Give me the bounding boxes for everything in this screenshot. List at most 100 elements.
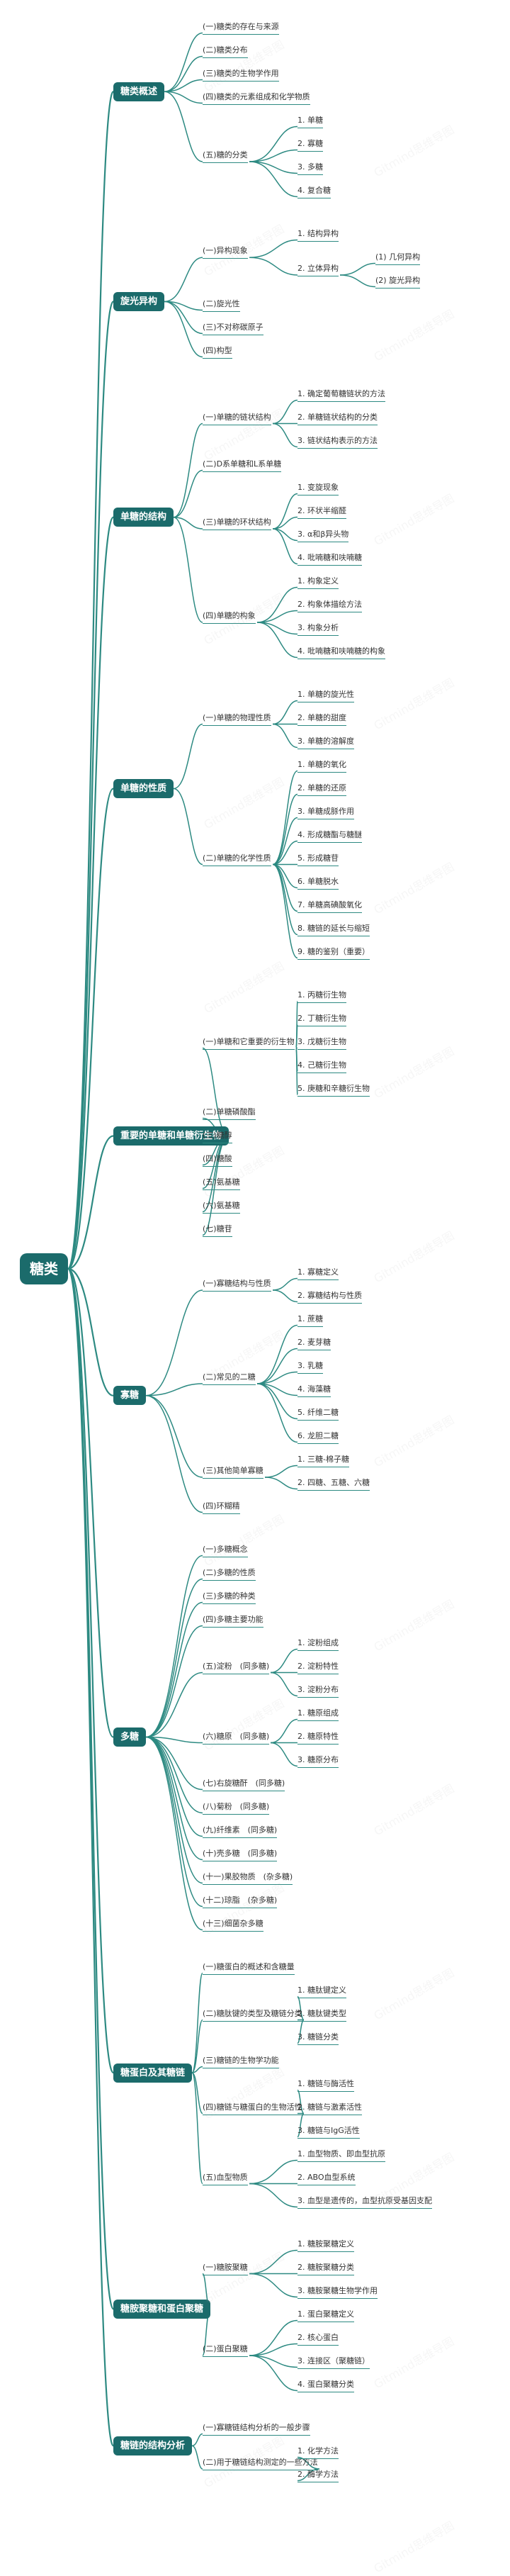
- topic-node-2-单糖链状结构的分类[interactable]: 2. 单糖链状结构的分类: [298, 411, 378, 425]
- topic-node-一-糖类的存在与来源[interactable]: (一)糖类的存在与来源: [203, 21, 279, 35]
- topic-node-5-纤维二糖[interactable]: 5. 纤维二糖: [298, 1406, 339, 1421]
- topic-node-一-糖胺聚糖[interactable]: (一)糖胺聚糖: [203, 2261, 248, 2275]
- topic-node-2-立体异构[interactable]: 2. 立体异构: [298, 262, 339, 276]
- topic-node-3-构象分析[interactable]: 3. 构象分析: [298, 622, 339, 636]
- topic-node-四-多糖主要功能[interactable]: (四)多糖主要功能: [203, 1613, 264, 1628]
- topic-node-3-糖胺聚糖生物学作用[interactable]: 3. 糖胺聚糖生物学作用: [298, 2285, 378, 2299]
- topic-node-1-糖原组成[interactable]: 1. 糖原组成: [298, 1707, 339, 1721]
- category-node-多糖[interactable]: 多糖: [113, 1727, 147, 1747]
- topic-node-4-吡喃糖和呋喃糖[interactable]: 4. 吡喃糖和呋喃糖: [298, 551, 362, 566]
- topic-node-1-血型物质-即血型抗原[interactable]: 1. 血型物质、即血型抗原: [298, 2148, 385, 2162]
- topic-node-1-糖胺聚糖定义[interactable]: 1. 糖胺聚糖定义: [298, 2238, 354, 2252]
- topic-node-1-几何异构[interactable]: (1) 几何异构: [375, 251, 421, 265]
- topic-node-四-糖类的元素组成和化学物质[interactable]: (四)糖类的元素组成和化学物质: [203, 91, 310, 105]
- topic-node-六-氨基糖[interactable]: (六)氨基糖: [203, 1199, 240, 1214]
- topic-node-8-糖链的延长与缩短[interactable]: 8. 糖链的延长与缩短: [298, 922, 370, 936]
- topic-node-十-壳多糖-同多糖[interactable]: (十)壳多糖 (同多糖): [203, 1847, 278, 1861]
- topic-node-二-糖类分布[interactable]: (二)糖类分布: [203, 44, 248, 58]
- topic-node-四-糖链与糖蛋白的生物活性[interactable]: (四)糖链与糖蛋白的生物活性: [203, 2101, 302, 2115]
- topic-node-七-糖苷[interactable]: (七)糖苷: [203, 1223, 232, 1237]
- topic-node-一-寡糖结构与性质[interactable]: (一)寡糖结构与性质: [203, 1277, 271, 1292]
- topic-node-五-糖的分类[interactable]: (五)糖的分类: [203, 149, 248, 163]
- topic-node-1-单糖的氧化[interactable]: 1. 单糖的氧化: [298, 758, 346, 773]
- topic-node-1-确定葡萄糖链状的方法[interactable]: 1. 确定葡萄糖链状的方法: [298, 388, 385, 402]
- topic-node-4-复合糖[interactable]: 4. 复合糖: [298, 184, 331, 198]
- category-node-糖胺聚糖和蛋白聚糖[interactable]: 糖胺聚糖和蛋白聚糖: [113, 2299, 211, 2319]
- root-node[interactable]: 糖类: [20, 1253, 68, 1284]
- topic-node-2-麦芽糖[interactable]: 2. 麦芽糖: [298, 1336, 331, 1350]
- topic-node-3-淀粉分布[interactable]: 3. 淀粉分布: [298, 1684, 339, 1698]
- topic-node-一-单糖和它重要的衍生物[interactable]: (一)单糖和它重要的衍生物: [203, 1036, 295, 1050]
- topic-node-1-蔗糖[interactable]: 1. 蔗糖: [298, 1313, 323, 1327]
- topic-node-二-单糖的化学性质[interactable]: (二)单糖的化学性质: [203, 852, 271, 866]
- topic-node-2-糖链与激素活性[interactable]: 2. 糖链与激素活性: [298, 2101, 362, 2115]
- topic-node-九-纤维素-同多糖[interactable]: (九)纤维素 (同多糖): [203, 1824, 278, 1838]
- topic-node-2-ABO血型系统[interactable]: 2. ABO血型系统: [298, 2171, 356, 2185]
- topic-node-4-吡喃糖和呋喃糖的构象[interactable]: 4. 吡喃糖和呋喃糖的构象: [298, 645, 385, 659]
- topic-node-1-三糖-棉子糖[interactable]: 1. 三糖-棉子糖: [298, 1453, 349, 1467]
- topic-node-四-糖酸[interactable]: (四)糖酸: [203, 1153, 232, 1167]
- topic-node-4-己糖衍生物[interactable]: 4. 己糖衍生物: [298, 1059, 346, 1073]
- topic-node-二-用于糖链结构测定的一些方法[interactable]: (二)用于糖链结构测定的一些方法: [203, 2456, 318, 2470]
- topic-node-1-单糖[interactable]: 1. 单糖: [298, 114, 323, 128]
- topic-node-二-蛋白聚糖[interactable]: (二)蛋白聚糖: [203, 2343, 248, 2357]
- topic-node-2-淀粉特性[interactable]: 2. 淀粉特性: [298, 1660, 339, 1674]
- topic-node-一-单糖的物理性质[interactable]: (一)单糖的物理性质: [203, 712, 271, 726]
- topic-node-十二-琼脂-杂多糖[interactable]: (十二)琼脂 (杂多糖): [203, 1894, 278, 1908]
- topic-node-1-丙糖衍生物[interactable]: 1. 丙糖衍生物: [298, 989, 346, 1003]
- topic-node-4-蛋白聚糖分类[interactable]: 4. 蛋白聚糖分类: [298, 2378, 354, 2392]
- category-node-糖类概述[interactable]: 糖类概述: [113, 82, 165, 101]
- topic-node-2-酶学方法[interactable]: 2. 酶学方法: [298, 2468, 339, 2482]
- topic-node-4-海藻糖[interactable]: 4. 海藻糖: [298, 1383, 331, 1397]
- topic-node-2-糖原特性[interactable]: 2. 糖原特性: [298, 1730, 339, 1745]
- topic-node-2-四糖-五糖-六糖[interactable]: 2. 四糖、五糖、六糖: [298, 1477, 370, 1491]
- topic-node-3-单糖成脎作用[interactable]: 3. 单糖成脎作用: [298, 805, 354, 819]
- topic-node-2-糖胺聚糖分类[interactable]: 2. 糖胺聚糖分类: [298, 2261, 354, 2275]
- topic-node-1-糖肽键定义[interactable]: 1. 糖肽键定义: [298, 1984, 346, 1998]
- topic-node-二-多糖的性质[interactable]: (二)多糖的性质: [203, 1567, 256, 1581]
- topic-node-2-寡糖[interactable]: 2. 寡糖: [298, 138, 323, 152]
- topic-node-5-庚糖和辛糖衍生物[interactable]: 5. 庚糖和辛糖衍生物: [298, 1082, 370, 1097]
- topic-node-三-多糖的种类[interactable]: (三)多糖的种类: [203, 1590, 256, 1604]
- topic-node-七-右旋糖酐-同多糖[interactable]: (七)右旋糖酐 (同多糖): [203, 1777, 285, 1791]
- category-node-单糖的结构[interactable]: 单糖的结构: [113, 508, 174, 527]
- category-node-单糖的性质[interactable]: 单糖的性质: [113, 779, 174, 798]
- topic-node-2-核心蛋白[interactable]: 2. 核心蛋白: [298, 2331, 339, 2346]
- topic-node-一-异构现象[interactable]: (一)异构现象: [203, 245, 248, 259]
- topic-node-四-构型[interactable]: (四)构型: [203, 345, 232, 359]
- topic-node-3-多糖[interactable]: 3. 多糖: [298, 161, 323, 175]
- topic-node-五-氨基糖[interactable]: (五)氨基糖: [203, 1176, 240, 1190]
- topic-node-2-单糖的甜度[interactable]: 2. 单糖的甜度: [298, 712, 346, 726]
- topic-node-二-D系单糖和L系单糖[interactable]: (二)D系单糖和L系单糖: [203, 458, 282, 472]
- topic-node-1-蛋白聚糖定义[interactable]: 1. 蛋白聚糖定义: [298, 2308, 354, 2322]
- topic-node-1-结构异构[interactable]: 1. 结构异构: [298, 228, 339, 242]
- topic-node-3-血型是遗传的-血型抗原受基因支配[interactable]: 3. 血型是遗传的，血型抗原受基因支配: [298, 2195, 432, 2209]
- topic-node-2-旋光异构[interactable]: (2) 旋光异构: [375, 274, 421, 289]
- topic-node-五-血型物质[interactable]: (五)血型物质: [203, 2171, 248, 2185]
- topic-node-三-单糖的环状结构[interactable]: (三)单糖的环状结构: [203, 516, 271, 530]
- topic-node-三-其他简单寡糖[interactable]: (三)其他简单寡糖: [203, 1465, 264, 1479]
- topic-node-3-连接区-聚糖链[interactable]: 3. 连接区（聚糖链）: [298, 2355, 370, 2369]
- topic-node-1-淀粉组成[interactable]: 1. 淀粉组成: [298, 1637, 339, 1651]
- topic-node-1-糖链与酶活性[interactable]: 1. 糖链与酶活性: [298, 2078, 354, 2092]
- category-node-旋光异构[interactable]: 旋光异构: [113, 291, 165, 311]
- topic-node-1-变旋现象[interactable]: 1. 变旋现象: [298, 481, 339, 495]
- topic-node-1-寡糖定义[interactable]: 1. 寡糖定义: [298, 1266, 339, 1280]
- topic-node-一-单糖的链状结构[interactable]: (一)单糖的链状结构: [203, 411, 271, 425]
- topic-node-4-形成糖酯与糖醚[interactable]: 4. 形成糖酯与糖醚: [298, 829, 362, 843]
- topic-node-十三-细菌杂多糖[interactable]: (十三)细菌杂多糖: [203, 1917, 264, 1932]
- topic-node-四-环糊精[interactable]: (四)环糊精: [203, 1500, 240, 1514]
- topic-node-3-糖链与IgG活性[interactable]: 3. 糖链与IgG活性: [298, 2124, 360, 2139]
- topic-node-三-糖类的生物学作用[interactable]: (三)糖类的生物学作用: [203, 67, 279, 82]
- topic-node-1-化学方法[interactable]: 1. 化学方法: [298, 2445, 339, 2459]
- topic-node-2-丁糖衍生物[interactable]: 2. 丁糖衍生物: [298, 1012, 346, 1026]
- topic-node-5-形成糖苷[interactable]: 5. 形成糖苷: [298, 852, 339, 866]
- topic-node-2-构象体描绘方法[interactable]: 2. 构象体描绘方法: [298, 598, 362, 612]
- topic-node-五-淀粉-同多糖[interactable]: (五)淀粉 (同多糖): [203, 1660, 270, 1674]
- topic-node-一-多糖概念[interactable]: (一)多糖概念: [203, 1543, 248, 1557]
- topic-node-9-糖的鉴别-重要[interactable]: 9. 糖的鉴别（重要）: [298, 946, 370, 960]
- topic-node-3-乳糖[interactable]: 3. 乳糖: [298, 1360, 323, 1374]
- topic-node-三-不对称碳原子[interactable]: (三)不对称碳原子: [203, 321, 264, 335]
- category-node-寡糖[interactable]: 寡糖: [113, 1386, 147, 1406]
- topic-node-2-环状半缩醛[interactable]: 2. 环状半缩醛: [298, 505, 346, 519]
